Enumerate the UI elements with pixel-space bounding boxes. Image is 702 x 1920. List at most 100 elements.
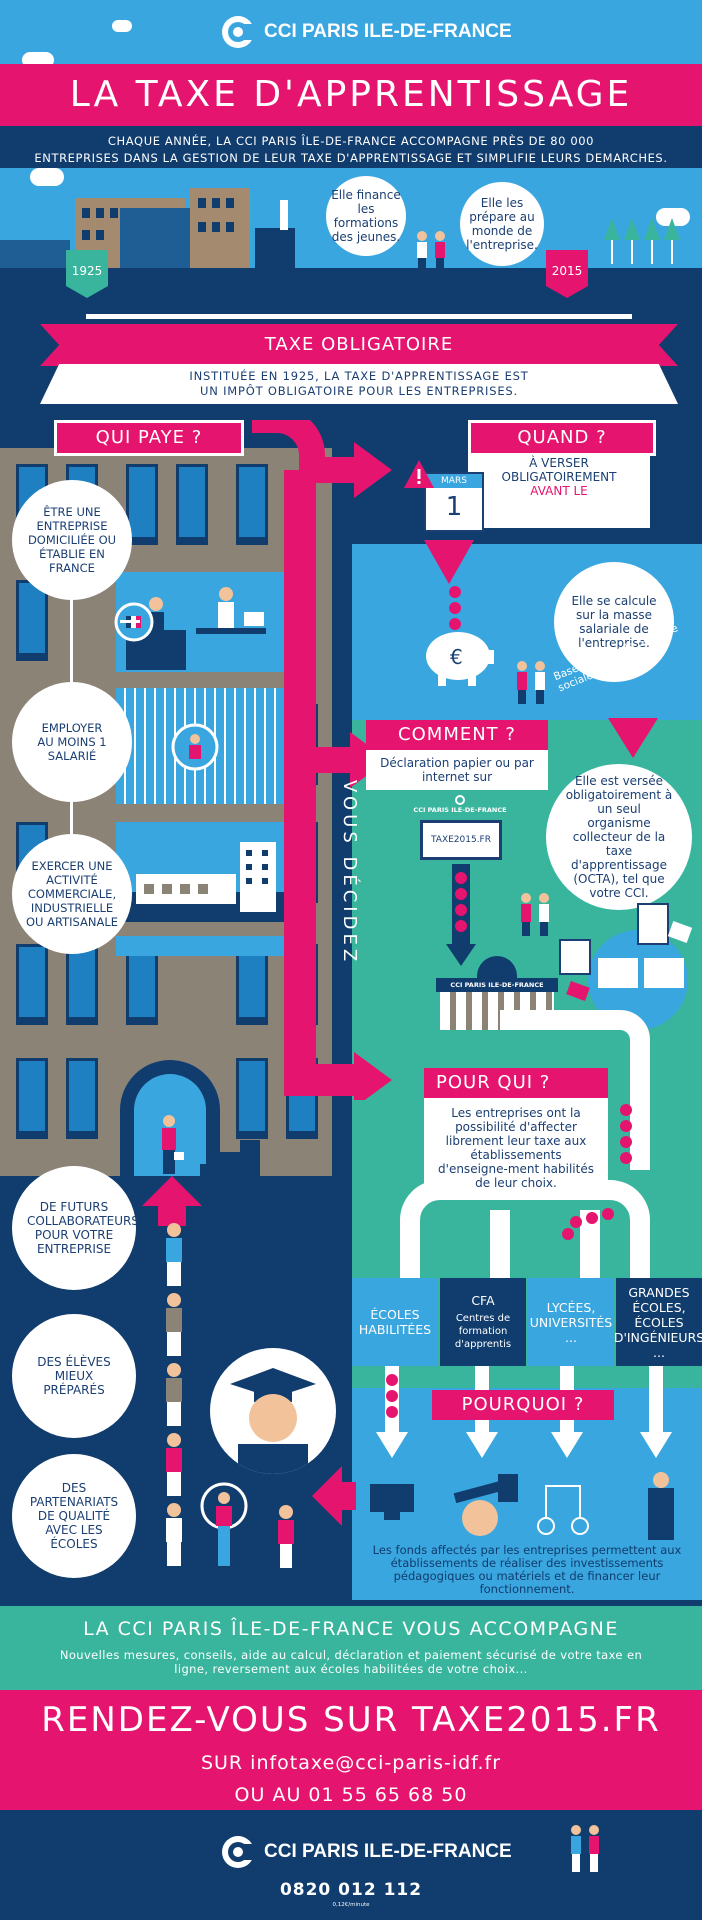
qui-paye-link-1: [120, 620, 140, 623]
cci-dome: [477, 956, 517, 978]
subtitle-line-2: ENTREPRISES DANS LA GESTION DE LEUR TAXE…: [34, 151, 668, 165]
footer-phone[interactable]: 0820 012 112: [279, 1880, 423, 1900]
flow-dot: [455, 888, 467, 900]
comment-down-arrow: [446, 944, 476, 966]
piggy-bank-icon: €: [426, 632, 494, 686]
benefits-left-arrow: [312, 1466, 356, 1526]
comment-bubble: Elle est versée obligatoirement à un seu…: [546, 764, 692, 910]
window: [66, 1058, 98, 1139]
timeline-axis: [86, 314, 632, 319]
calendar-icon: MARS 1: [424, 472, 484, 532]
header-logo: CCI PARIS ILE-DE-FRANCE: [220, 14, 512, 50]
factory-icon: [116, 842, 286, 922]
flow-dot: [455, 872, 467, 884]
calendar-month: MARS: [426, 474, 482, 488]
timeline-scene: Elle finance les formations des jeunes. …: [0, 168, 702, 270]
window: [16, 944, 48, 1025]
benefit-item: DES PARTENARIATS DE QUALITÉ AVEC LES ÉCO…: [12, 1454, 136, 1578]
pourquoi-desc: Les fonds affectés par les entreprises p…: [372, 1543, 682, 1596]
cloud-icon: [112, 20, 132, 32]
footer-logo: CCI PARIS ILE-DE-FRANCE: [220, 1834, 512, 1870]
cci-logo-icon: [222, 16, 256, 48]
qui-paye-label: QUI PAYE ?: [54, 420, 244, 456]
year-start-badge: 1925: [66, 250, 108, 298]
cci-logo-icon: [455, 795, 465, 805]
window: [16, 1058, 48, 1139]
cta-email[interactable]: SUR infotaxe@cci-paris-idf.fr: [200, 1752, 502, 1774]
cloud-icon: [656, 208, 690, 226]
cci-building-label: CCI PARIS ILE-DE-FRANCE: [436, 978, 558, 992]
pour-qui-desc: Les entreprises ont la possibilité d'aff…: [424, 1098, 608, 1192]
cta-title[interactable]: RENDEZ-VOUS SUR TAXE2015.FR: [41, 1700, 661, 1740]
trees-icon: [604, 218, 680, 264]
flow-dot: [449, 618, 461, 630]
timeline-bubble-right: Elle les prépare au monde de l'entrepris…: [460, 182, 544, 266]
screen-panel: CCI PARIS ILE-DE-FRANCE TAXE2015.FR: [413, 794, 507, 864]
documents-icon: [559, 903, 693, 1030]
quand-label: QUAND ?: [468, 420, 656, 456]
footer-brand: CCI PARIS ILE-DE-FRANCE: [264, 1841, 512, 1862]
subtitle-line-1: CHAQUE ANNÉE, LA CCI PARIS ÎLE-DE-FRANCE…: [107, 134, 595, 148]
footer: CCI PARIS ILE-DE-FRANCE 0820 012 112 0,1…: [0, 1810, 702, 1920]
title-banner: LA TAXE D'APPRENTISSAGE: [0, 64, 702, 126]
window: [236, 1058, 268, 1139]
flow-dot: [449, 586, 461, 598]
taxe-description: INSTITUÉE EN 1925, LA TAXE D'APPRENTISSA…: [40, 364, 678, 404]
graduates-icon: [200, 1482, 294, 1568]
cta-phone[interactable]: OU AU 01 55 65 68 50: [234, 1784, 468, 1806]
graduate-icon: [230, 1368, 316, 1474]
pourquoi-label: POURQUOI ?: [432, 1390, 614, 1420]
window: [176, 464, 208, 545]
pour-qui-label: POUR QUI ?: [424, 1068, 608, 1098]
vous-decidez-label: VOUS DÉCIDEZ: [339, 780, 360, 966]
flow-dot: [455, 904, 467, 916]
screen-brand: CCI PARIS ILE-DE-FRANCE: [413, 806, 507, 814]
benefits-up-arrow: [142, 1176, 202, 1226]
window: [66, 944, 98, 1025]
cci-logo-icon: [222, 1836, 256, 1868]
flow-dot: [455, 920, 467, 932]
qui-paye-item: EMPLOYER AU MOINS 1 SALARIÉ: [12, 682, 132, 802]
employee-highlight-icon: [171, 723, 219, 771]
accompagne-title: LA CCI PARIS ÎLE-DE-FRANCE VOUS ACCOMPAG…: [83, 1618, 619, 1640]
header-brand: CCI PARIS ILE-DE-FRANCE: [264, 21, 512, 42]
cloud-icon: [30, 168, 64, 186]
building-ledge: [116, 936, 286, 956]
page-title: LA TAXE D'APPRENTISSAGE: [69, 74, 633, 115]
school-category: LYCÉES, UNIVERSITÉS ...: [528, 1278, 614, 1366]
window: [236, 464, 268, 545]
couple-icon: [517, 661, 545, 704]
flow-dot: [449, 602, 461, 614]
calendar-day: 1: [445, 492, 463, 522]
footer-phone-note: 0,12€/minute: [332, 1902, 370, 1908]
header-sky: CCI PARIS ILE-DE-FRANCE: [0, 0, 702, 68]
benefit-item: DES ÉLÈVES MIEUX PRÉPARÉS: [12, 1314, 136, 1438]
benefit-item: DE FUTURS COLLABORATEURS POUR VOTRE ENTR…: [12, 1166, 139, 1290]
couple-icon: [571, 1825, 599, 1872]
qui-paye-item: ÊTRE UNE ENTREPRISE DOMICILIÉE OU ÉTABLI…: [12, 480, 132, 600]
taxe-banner: TAXE OBLIGATOIRE: [40, 324, 678, 366]
comment-label: COMMENT ?: [366, 720, 548, 750]
year-end-badge: 2015: [546, 250, 588, 298]
stairs-icon: [200, 1140, 260, 1176]
graduate-portrait: [210, 1348, 336, 1474]
visitor-icon: [162, 1115, 184, 1174]
couple-icon: [417, 231, 445, 270]
school-category: GRANDES ÉCOLES, ÉCOLES D'INGÉNIEURS ...: [614, 1278, 702, 1366]
warning-icon: [404, 460, 434, 488]
screen-url[interactable]: TAXE2015.FR: [420, 820, 502, 860]
couple-icon: [521, 893, 549, 936]
comment-desc: Déclaration papier ou par internet sur: [366, 750, 548, 790]
factory-skyline-icon: [0, 188, 295, 270]
quand-box: À VERSER OBLIGATOIREMENT AVANT LE: [468, 454, 650, 528]
industry-scene: [116, 822, 286, 922]
school-category: ÉCOLES HABILITÉES: [352, 1278, 438, 1366]
timeline-bubble-left: Elle finance les formations des jeunes.: [326, 176, 406, 256]
cta-section: RENDEZ-VOUS SUR TAXE2015.FR SUR infotaxe…: [0, 1690, 702, 1810]
flow-arrow: [252, 420, 392, 1100]
calcul-down-arrow-right: [608, 718, 658, 758]
accompagne-section: LA CCI PARIS ÎLE-DE-FRANCE VOUS ACCOMPAG…: [0, 1606, 702, 1690]
calcul-bubble: Elle se calcule sur la masse salariale d…: [554, 562, 674, 682]
subtitle: CHAQUE ANNÉE, LA CCI PARIS ÎLE-DE-FRANCE…: [0, 126, 702, 168]
